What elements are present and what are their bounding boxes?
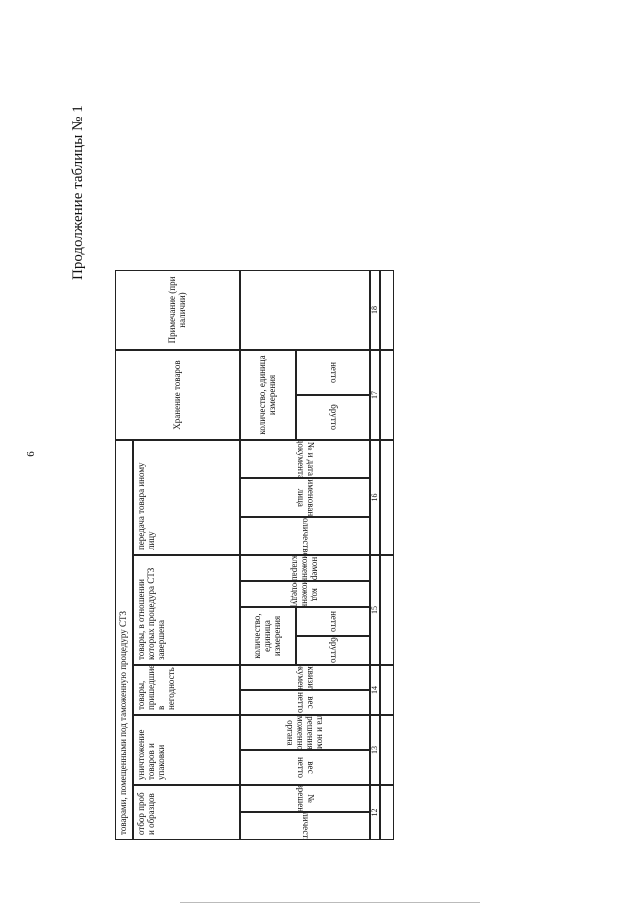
col-unfit-header: товары, пришедшие в негодность [133, 665, 240, 715]
qty-unit-header-2: количество, единица измерения [240, 350, 296, 440]
register-table: товарами, помещенными под таможенную про… [115, 210, 480, 840]
data-cell [380, 715, 394, 785]
subheader-net-weight-2: вес нетто [240, 690, 370, 715]
colnum-14: 14 [370, 665, 380, 715]
col-transfer-header: передача товара иному лицу [133, 440, 240, 555]
subheader-net-weight-1: вес нетто [240, 750, 370, 785]
subheader-doc-details: реквизиты документа [240, 665, 370, 690]
col-completed-header: товары, в отношении которых процедура СТ… [133, 555, 240, 665]
colnum-16: 16 [370, 440, 380, 555]
data-cell [380, 665, 394, 715]
subheader-net-1: нетто [296, 607, 370, 636]
group-header: товарами, помещенными под таможенную про… [115, 440, 133, 840]
colnum-15: 15 [370, 555, 380, 665]
subheader-person-name: наименование лица [240, 478, 370, 517]
col-note-header: Примечание (при наличии) [115, 270, 240, 350]
page-number: 6 [24, 451, 37, 457]
subheader-procedure-code: код таможенной процедуры [240, 581, 370, 607]
data-cell [380, 350, 394, 440]
subheader-quantity: количество [240, 812, 370, 840]
colnum-18: 18 [370, 270, 380, 350]
data-cell [380, 785, 394, 840]
col-destruction-header: уничтожение товаров и упаковки [133, 715, 240, 785]
data-cell [380, 440, 394, 555]
colnum-13: 13 [370, 715, 380, 785]
subheader-gross-1: брутто [296, 636, 370, 665]
colnum-12: 12 [370, 785, 380, 840]
subheader-gross-2: брутто [296, 395, 370, 440]
col-sampling-header: отбор проб и образцов [133, 785, 240, 840]
qty-unit-header-1: количество, единица измерения [240, 607, 296, 665]
note-blank [240, 270, 370, 350]
col-storage-header: Хранение товаров [115, 350, 240, 440]
subheader-permit: № разрешения [240, 785, 370, 812]
subheader-declaration-number: номер таможенной декларации [240, 555, 370, 581]
subheader-doc-number-date: № и дата документа [240, 440, 370, 478]
subheader-net-2: нетто [296, 350, 370, 395]
page-heading: Продолжение таблицы № 1 [60, 80, 100, 280]
data-cell [380, 270, 394, 350]
data-cell [380, 555, 394, 665]
colnum-17: 17 [370, 350, 380, 440]
scan-edge-line [180, 902, 480, 903]
subheader-quantity-2: количество [240, 517, 370, 555]
subheader-decision: дата и номер решения таможенного органа [240, 715, 370, 750]
heading-text: Продолжение таблицы № 1 [70, 105, 86, 280]
